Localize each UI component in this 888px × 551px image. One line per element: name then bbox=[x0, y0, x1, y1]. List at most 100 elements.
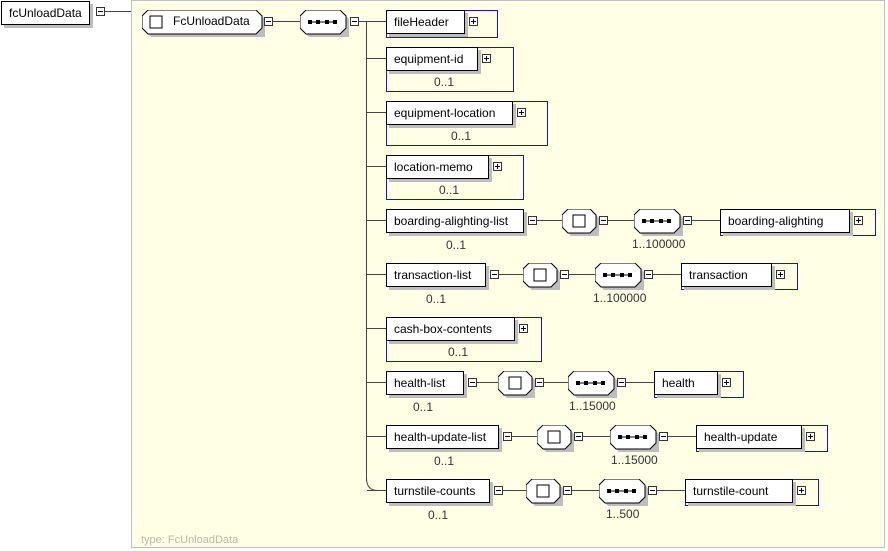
connector-line bbox=[367, 490, 387, 491]
element-label: transaction-list bbox=[394, 268, 472, 282]
element-health-update[interactable]: health-update bbox=[696, 425, 802, 449]
collapse-icon[interactable] bbox=[560, 270, 569, 279]
complex-type-node[interactable] bbox=[523, 263, 560, 290]
collapse-icon[interactable] bbox=[468, 378, 477, 387]
connector-line bbox=[367, 220, 387, 221]
connector-line bbox=[477, 382, 498, 383]
element-transaction[interactable]: transaction bbox=[681, 263, 772, 287]
expand-icon[interactable] bbox=[493, 162, 502, 171]
collapse-icon[interactable] bbox=[503, 432, 512, 441]
sequence-icon[interactable] bbox=[595, 263, 644, 290]
sequence-cardinality: 1..100000 bbox=[632, 237, 686, 251]
collapse-icon[interactable] bbox=[648, 486, 657, 495]
element-label: fileHeader bbox=[394, 15, 449, 29]
element-health-list[interactable]: health-list bbox=[386, 371, 464, 395]
cardinality: 0..1 bbox=[439, 183, 460, 197]
complex-type-node[interactable]: FcUnloadData bbox=[142, 10, 265, 37]
sequence-node[interactable] bbox=[300, 10, 349, 37]
sequence-icon[interactable] bbox=[610, 425, 659, 452]
element-equipment-location[interactable]: equipment-location bbox=[386, 101, 513, 125]
collapse-icon[interactable] bbox=[494, 486, 503, 495]
sequence-trunk bbox=[366, 21, 367, 481]
expand-icon[interactable] bbox=[776, 270, 785, 279]
cardinality: 0..1 bbox=[413, 400, 434, 414]
sequence-icon bbox=[300, 10, 349, 37]
expand-icon[interactable] bbox=[469, 17, 478, 26]
element-health[interactable]: health bbox=[654, 371, 718, 395]
complex-type-node[interactable] bbox=[498, 371, 535, 398]
cardinality: 0..1 bbox=[446, 238, 467, 252]
complex-type-node[interactable] bbox=[526, 479, 563, 506]
element-label: health-list bbox=[394, 376, 446, 390]
element-label: cash-box-contents bbox=[394, 322, 493, 336]
connector-line bbox=[367, 58, 387, 59]
cardinality: 0..1 bbox=[451, 129, 472, 143]
element-location-memo[interactable]: location-memo bbox=[386, 155, 489, 179]
element-boarding-alighting[interactable]: boarding-alighting bbox=[720, 209, 850, 233]
element-equipment-id[interactable]: equipment-id bbox=[386, 47, 478, 71]
expand-icon[interactable] bbox=[722, 378, 731, 387]
connector-line bbox=[273, 21, 300, 22]
expand-icon[interactable] bbox=[797, 486, 806, 495]
element-cash-box-contents[interactable]: cash-box-contents bbox=[386, 317, 515, 341]
connector-line bbox=[359, 21, 366, 22]
collapse-icon[interactable] bbox=[659, 432, 668, 441]
sequence-icon[interactable] bbox=[634, 209, 683, 236]
collapse-icon[interactable] bbox=[617, 378, 626, 387]
element-health-update-list[interactable]: health-update-list bbox=[386, 425, 499, 449]
expand-icon[interactable] bbox=[517, 108, 526, 117]
connector-line bbox=[367, 112, 387, 113]
sequence-icon[interactable] bbox=[599, 479, 648, 506]
element-label: turnstile-counts bbox=[394, 484, 476, 498]
collapse-icon[interactable] bbox=[490, 270, 499, 279]
connector-line bbox=[499, 274, 523, 275]
connector-line bbox=[544, 382, 568, 383]
connector-line bbox=[692, 220, 720, 221]
collapse-icon[interactable] bbox=[683, 216, 692, 225]
complex-type-node[interactable] bbox=[537, 425, 574, 452]
root-element-label: fcUnloadData bbox=[9, 6, 82, 20]
sequence-cardinality: 1..100000 bbox=[593, 291, 647, 305]
collapse-icon[interactable] bbox=[535, 378, 544, 387]
connector-line bbox=[367, 166, 387, 167]
sequence-cardinality: 1..15000 bbox=[569, 399, 616, 413]
collapse-icon[interactable] bbox=[264, 17, 273, 26]
element-label: turnstile-count bbox=[693, 484, 769, 498]
collapse-icon[interactable] bbox=[574, 432, 583, 441]
collapse-icon[interactable] bbox=[644, 270, 653, 279]
expand-icon[interactable] bbox=[854, 216, 863, 225]
connector-line bbox=[537, 220, 562, 221]
element-label: location-memo bbox=[394, 160, 473, 174]
element-turnstile-count[interactable]: turnstile-count bbox=[685, 479, 793, 503]
element-transaction-list[interactable]: transaction-list bbox=[386, 263, 486, 287]
expand-icon[interactable] bbox=[519, 324, 528, 333]
expand-icon[interactable] bbox=[482, 54, 491, 63]
cardinality: 0..1 bbox=[434, 75, 455, 89]
connector-line bbox=[608, 220, 634, 221]
complex-type-icon bbox=[149, 15, 163, 29]
element-boarding-alighting-list[interactable]: boarding-alighting-list bbox=[386, 209, 524, 233]
collapse-icon[interactable] bbox=[96, 7, 105, 16]
connector-line bbox=[512, 436, 537, 437]
collapse-icon[interactable] bbox=[528, 216, 537, 225]
connector-line bbox=[105, 11, 131, 12]
type-caption: type: FcUnloadData bbox=[141, 534, 239, 546]
connector-line bbox=[367, 274, 387, 275]
connector-line bbox=[572, 490, 599, 491]
element-fileHeader[interactable]: fileHeader bbox=[386, 10, 465, 34]
sequence-icon[interactable] bbox=[568, 371, 617, 398]
cardinality: 0..1 bbox=[448, 345, 469, 359]
connector-line bbox=[367, 21, 387, 22]
complex-type-node[interactable] bbox=[562, 209, 599, 236]
element-turnstile-counts[interactable]: turnstile-counts bbox=[386, 479, 490, 503]
collapse-icon[interactable] bbox=[563, 486, 572, 495]
element-label: boarding-alighting bbox=[728, 214, 824, 228]
element-label: transaction bbox=[689, 268, 748, 282]
expand-icon[interactable] bbox=[806, 432, 815, 441]
collapse-icon[interactable] bbox=[350, 17, 359, 26]
element-label: equipment-location bbox=[394, 106, 496, 120]
collapse-icon[interactable] bbox=[599, 216, 608, 225]
element-label: health-update bbox=[704, 430, 778, 444]
connector-line bbox=[569, 274, 595, 275]
root-element[interactable]: fcUnloadData bbox=[1, 1, 90, 25]
